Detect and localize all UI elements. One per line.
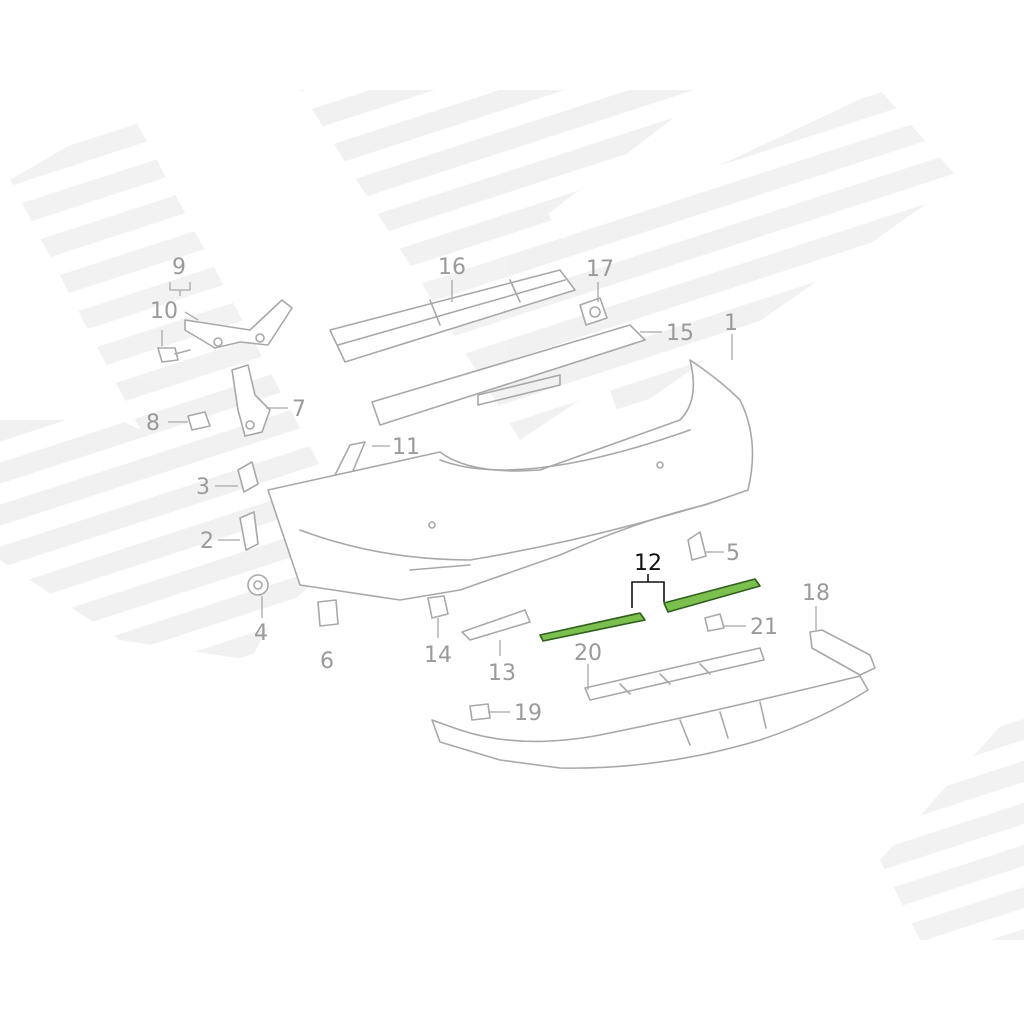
callout-15: 15 bbox=[666, 321, 694, 346]
callout-4: 4 bbox=[254, 621, 268, 646]
part-bolt-10 bbox=[157, 347, 191, 363]
callout-12: 12 bbox=[634, 551, 662, 576]
callout-10: 10 bbox=[150, 299, 178, 324]
part-diffuser-insert bbox=[584, 647, 765, 701]
part-reinforcement-beam bbox=[329, 269, 576, 363]
leader-lines bbox=[161, 280, 817, 713]
callout-18: 18 bbox=[802, 581, 830, 606]
callout-1: 1 bbox=[724, 311, 738, 336]
part-clip-8 bbox=[187, 411, 211, 431]
part-clip-5 bbox=[687, 531, 707, 561]
callout-21: 21 bbox=[750, 615, 778, 640]
callout-labels: 1 2 3 4 5 6 7 8 9 10 11 12 13 14 15 16 1… bbox=[146, 255, 830, 726]
molding-12-left bbox=[539, 612, 646, 642]
callout-9: 9 bbox=[172, 255, 186, 280]
molding-12-right bbox=[663, 578, 761, 613]
part-bracket-18 bbox=[809, 629, 876, 676]
part-side-bracket-7 bbox=[231, 364, 271, 437]
callout-20: 20 bbox=[574, 641, 602, 666]
part-retainer-3 bbox=[237, 461, 259, 493]
part-plate-6 bbox=[317, 599, 339, 627]
part-energy-absorber bbox=[371, 324, 646, 426]
callout-19: 19 bbox=[514, 701, 542, 726]
part-lower-diffuser bbox=[431, 675, 869, 769]
part-retainer-2 bbox=[239, 511, 259, 551]
part-12-highlighted bbox=[539, 578, 761, 642]
part-sensor-4 bbox=[247, 574, 269, 596]
callout-14: 14 bbox=[424, 643, 452, 668]
part-reflector-13 bbox=[461, 609, 531, 641]
watermark bbox=[0, 90, 1024, 940]
callout-11: 11 bbox=[392, 435, 420, 460]
part-clip-17 bbox=[579, 297, 608, 326]
callout-7: 7 bbox=[292, 397, 306, 422]
callout-13: 13 bbox=[488, 661, 516, 686]
callout-3: 3 bbox=[196, 475, 210, 500]
callout-5: 5 bbox=[726, 541, 740, 566]
callout-16: 16 bbox=[438, 255, 466, 280]
part-bumper-cover bbox=[267, 359, 754, 601]
part-clip-19 bbox=[469, 703, 491, 721]
part-clip-14 bbox=[427, 595, 449, 619]
part-side-bracket-upper bbox=[184, 299, 293, 349]
part-clip-21 bbox=[704, 613, 725, 632]
callout-2: 2 bbox=[200, 529, 214, 554]
callout-6: 6 bbox=[320, 649, 334, 674]
callout-8: 8 bbox=[146, 411, 160, 436]
callout-17: 17 bbox=[586, 257, 614, 282]
